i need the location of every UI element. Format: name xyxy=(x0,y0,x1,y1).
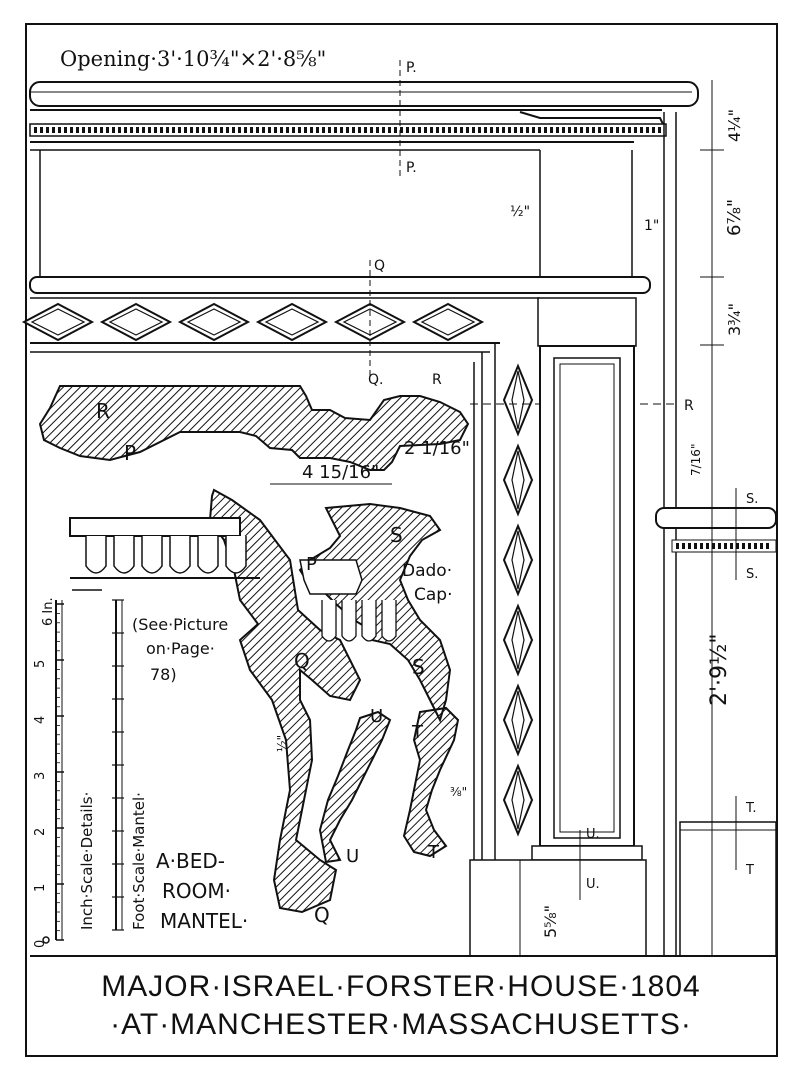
title-line-2: ·AT·MANCHESTER·MASSACHUSETTS· xyxy=(110,1008,692,1041)
diamond-ornament xyxy=(502,683,534,757)
diamond-ornament xyxy=(99,302,173,342)
dimension-lines xyxy=(270,60,737,956)
scale-tick-label: 0 xyxy=(33,940,48,948)
dim-half-b: ½" xyxy=(275,735,289,752)
dim-2-1-16: 2 1/16" xyxy=(404,438,470,459)
dim-3-8: ⅜" xyxy=(450,785,467,799)
mark-s-top: S. xyxy=(746,492,758,507)
diamond-ornament xyxy=(177,302,251,342)
dado-cap-elevation xyxy=(655,507,777,529)
pilaster-panel xyxy=(553,357,621,839)
mark-p-top: P. xyxy=(406,60,417,76)
diamond-band-side xyxy=(502,363,534,837)
mark-p-detail2: P xyxy=(306,554,317,575)
diamond-band-top xyxy=(21,302,485,342)
scales xyxy=(42,599,124,944)
dentil-tooth xyxy=(361,600,377,642)
mantel-elevation xyxy=(21,81,777,957)
dentil-tooth xyxy=(381,600,397,642)
molding-section-details xyxy=(38,385,470,914)
dim-half: ½" xyxy=(510,204,530,220)
mark-u-detail1: U xyxy=(370,706,383,727)
mark-t-bottom: T xyxy=(745,863,754,878)
diamond-ornament xyxy=(502,603,534,677)
note-see-picture-3: 78) xyxy=(150,665,177,684)
scale-top-label: 6 In. xyxy=(41,597,56,626)
dim-2-9-1-2: 2'·9½" xyxy=(707,634,732,706)
dentil-tooth xyxy=(321,600,337,642)
dentil-tooth xyxy=(113,536,135,574)
opening-label: Opening·3'·10¾"×2'·8⅝" xyxy=(60,47,326,71)
mark-q-mid: Q. xyxy=(368,372,383,388)
dim-1: 1" xyxy=(644,218,659,234)
dentil-tooth xyxy=(341,600,357,642)
mark-s-bottom: S. xyxy=(746,567,758,582)
section-profile-T-U-2 xyxy=(402,706,460,858)
mark-t-detail2: T xyxy=(427,842,440,863)
mark-q-bottom: Q xyxy=(314,903,330,927)
diamond-ornament xyxy=(502,763,534,837)
mark-s-detail1: S xyxy=(390,523,403,547)
scale-tick-label: 4 xyxy=(33,716,48,724)
diamond-ornament xyxy=(21,302,95,342)
mark-p-mid: P. xyxy=(406,160,417,176)
foot-scale-label: Foot·Scale·Mantel· xyxy=(130,792,148,930)
diamond-ornament xyxy=(255,302,329,342)
diamond-ornament xyxy=(502,363,534,437)
mark-t-top: T. xyxy=(745,801,757,816)
inch-scale-label: Inch·Scale·Details· xyxy=(78,792,96,930)
mark-r-detail: R xyxy=(96,399,110,423)
baseboard xyxy=(679,821,777,957)
diamond-ornament xyxy=(411,302,485,342)
note-bedroom-3: MANTEL· xyxy=(160,909,248,933)
dentil-tooth xyxy=(225,536,247,574)
note-see-picture-1: (See·Picture xyxy=(132,615,228,634)
dentil-tooth xyxy=(169,536,191,574)
mark-u-detail2: U xyxy=(346,846,359,867)
mark-u-bottom: U. xyxy=(586,877,600,892)
dim-4-15-16: 4 15/16" xyxy=(302,462,379,483)
pilaster-base xyxy=(531,845,643,861)
mark-r-left: R xyxy=(432,372,442,388)
dim-3-3-4: 3¾" xyxy=(725,303,744,336)
dim-7-16: 7/16" xyxy=(689,444,703,476)
scale-tick-label: 5 xyxy=(33,660,48,668)
mark-r-right: R xyxy=(684,398,694,414)
section-profile-T-U xyxy=(318,710,392,864)
mark-q-detail: Q xyxy=(294,649,310,673)
scale-tick-label: 2 xyxy=(33,828,48,836)
plinth xyxy=(469,859,647,957)
dentil-tooth xyxy=(141,536,163,574)
mark-p-detail: P xyxy=(124,441,136,465)
note-see-picture-2: on·Page· xyxy=(146,639,215,658)
note-bedroom-1: A·BED- xyxy=(156,849,225,873)
scale-tick-label: 3 xyxy=(33,772,48,780)
detail-cornice xyxy=(69,517,241,537)
pilaster-cap xyxy=(537,297,637,347)
section-profile-Q-S xyxy=(208,488,362,914)
outer-border xyxy=(25,23,778,1057)
note-bedroom-2: ROOM· xyxy=(162,879,231,903)
diamond-ornament xyxy=(502,523,534,597)
note-dado-cap-2: Cap· xyxy=(414,585,452,605)
mark-u-top: U. xyxy=(586,827,600,842)
section-profile-P-Q-R xyxy=(38,385,470,471)
mark-t-detail1: T xyxy=(411,722,424,743)
dim-4-1-4: 4¼" xyxy=(725,109,744,142)
dentil-tooth xyxy=(197,536,219,574)
dentil-tooth xyxy=(85,536,107,574)
mantel-shelf xyxy=(29,81,699,107)
scale-tick-label: 1 xyxy=(33,884,48,892)
note-dado-cap-1: Dado· xyxy=(402,561,452,581)
mark-q-top: Q xyxy=(374,258,385,274)
dim-5-5-8: 5⅝" xyxy=(541,905,560,938)
detail-small-cap xyxy=(299,559,363,595)
title-line-1: MAJOR·ISRAEL·FORSTER·HOUSE·1804 xyxy=(101,970,700,1003)
diamond-ornament xyxy=(502,443,534,517)
mark-s-detail2: S xyxy=(412,655,425,679)
dim-6-7-8: 6⅞" xyxy=(724,199,745,236)
frieze-molding xyxy=(29,276,651,294)
